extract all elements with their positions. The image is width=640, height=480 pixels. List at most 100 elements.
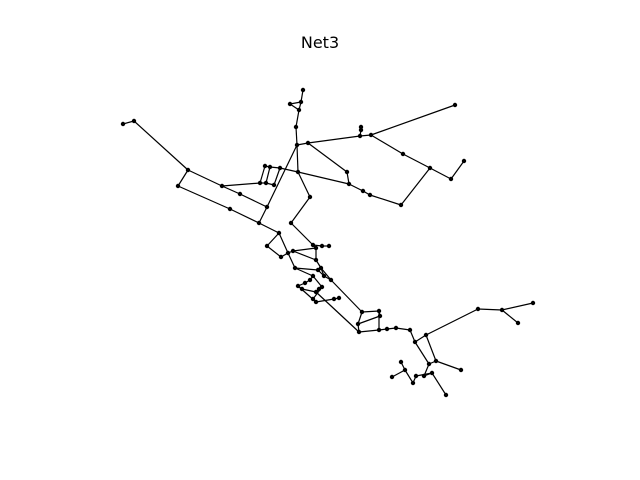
network-node bbox=[315, 267, 321, 273]
network-node bbox=[410, 380, 416, 386]
network-link bbox=[297, 171, 350, 185]
network-node bbox=[475, 306, 481, 312]
network-link bbox=[330, 279, 363, 313]
network-node bbox=[256, 220, 262, 226]
network-node bbox=[262, 163, 268, 169]
network-link bbox=[307, 142, 348, 173]
network-node bbox=[310, 273, 316, 279]
network-link bbox=[259, 165, 266, 184]
network-link bbox=[266, 144, 298, 208]
network-node bbox=[310, 296, 316, 302]
network-node bbox=[336, 295, 342, 301]
network-node bbox=[227, 206, 233, 212]
network-node bbox=[461, 158, 467, 164]
network-node bbox=[423, 332, 429, 338]
network-node bbox=[307, 277, 313, 283]
network-link bbox=[273, 167, 281, 186]
network-node bbox=[367, 192, 373, 198]
network-link bbox=[307, 135, 361, 144]
network-node bbox=[458, 367, 464, 373]
network-node bbox=[264, 204, 270, 210]
network-node bbox=[319, 243, 325, 249]
network-node bbox=[433, 358, 439, 364]
network-node bbox=[131, 118, 137, 124]
network-node bbox=[344, 169, 350, 175]
network-link bbox=[414, 341, 430, 365]
network-node bbox=[357, 133, 363, 139]
chart-title: Net3 bbox=[300, 33, 340, 52]
network-node bbox=[299, 286, 305, 292]
network-node bbox=[296, 107, 302, 113]
network-link bbox=[348, 183, 364, 192]
network-link bbox=[431, 372, 447, 396]
network-node bbox=[277, 165, 283, 171]
network-node bbox=[328, 277, 334, 283]
network-link bbox=[221, 182, 261, 187]
network-node bbox=[120, 121, 126, 127]
network-node bbox=[319, 284, 325, 290]
network-node bbox=[263, 180, 269, 186]
network-node bbox=[293, 124, 299, 130]
network-node bbox=[302, 280, 308, 286]
network-node bbox=[292, 265, 298, 271]
network-node bbox=[358, 124, 364, 130]
network-node bbox=[376, 308, 382, 314]
network-link bbox=[290, 196, 311, 224]
network-link bbox=[501, 302, 534, 311]
network-link bbox=[370, 134, 404, 155]
network-node bbox=[310, 242, 316, 248]
network-node bbox=[368, 132, 374, 138]
network-node bbox=[376, 327, 382, 333]
network-node bbox=[305, 140, 311, 146]
network-node bbox=[412, 339, 418, 345]
network-node bbox=[389, 374, 395, 380]
network-node bbox=[400, 151, 406, 157]
network-link bbox=[404, 369, 414, 384]
network-node bbox=[267, 164, 273, 170]
network-link bbox=[312, 275, 323, 288]
network-node bbox=[331, 296, 337, 302]
network-link bbox=[292, 250, 317, 261]
network-link bbox=[265, 166, 271, 184]
network-link bbox=[425, 334, 437, 362]
network-link bbox=[369, 194, 402, 206]
network-link bbox=[357, 315, 381, 325]
network-link bbox=[177, 185, 231, 210]
network-node bbox=[402, 367, 408, 373]
network-link bbox=[296, 144, 299, 173]
network-link bbox=[450, 160, 465, 180]
network-node bbox=[356, 329, 362, 335]
network-node bbox=[264, 243, 270, 249]
network-link bbox=[258, 222, 280, 234]
network-node bbox=[290, 248, 296, 254]
network-node bbox=[237, 191, 243, 197]
network-link bbox=[287, 252, 296, 269]
network-node bbox=[257, 180, 263, 186]
network-node bbox=[287, 101, 293, 107]
network-link bbox=[402, 153, 431, 169]
network-node bbox=[321, 273, 327, 279]
network-link bbox=[429, 167, 452, 180]
network-node bbox=[360, 188, 366, 194]
network-node bbox=[307, 194, 313, 200]
network-link bbox=[258, 206, 268, 224]
network-node bbox=[278, 254, 284, 260]
network-node bbox=[300, 87, 306, 93]
network-link bbox=[239, 193, 268, 208]
network-node bbox=[407, 327, 413, 333]
network-node bbox=[398, 202, 404, 208]
network-link bbox=[391, 369, 406, 378]
network-node bbox=[377, 313, 383, 319]
network-link bbox=[133, 120, 189, 171]
network-node bbox=[448, 176, 454, 182]
network-link bbox=[292, 247, 317, 252]
network-node bbox=[295, 283, 301, 289]
network-node bbox=[393, 325, 399, 331]
network-node bbox=[276, 230, 282, 236]
network-link bbox=[425, 308, 479, 336]
network-node bbox=[421, 373, 427, 379]
network-node bbox=[398, 359, 404, 365]
network-link bbox=[297, 171, 311, 198]
network-link bbox=[294, 267, 319, 271]
